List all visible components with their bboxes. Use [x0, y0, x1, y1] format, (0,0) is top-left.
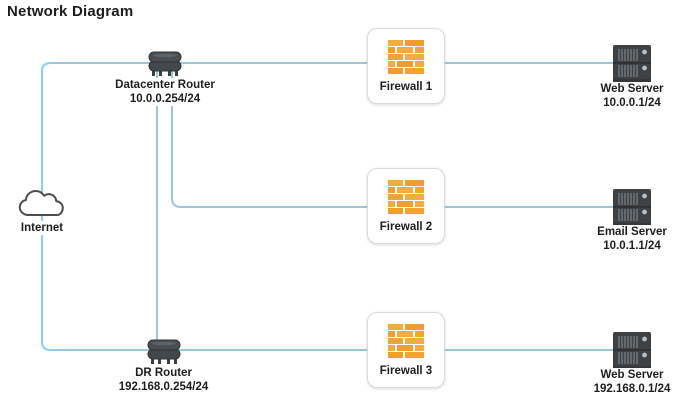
web-server-2-label: Web Server 192.168.0.1/24	[572, 368, 685, 396]
firewall-icon	[388, 324, 424, 358]
dr-router-name: DR Router	[135, 367, 192, 379]
dr-router-node	[147, 339, 181, 370]
web-server-2-name: Web Server	[600, 369, 664, 381]
email-server-name: Email Server	[597, 226, 667, 238]
web-server-1-ip: 10.0.0.1/24	[603, 97, 661, 109]
page-title: Network Diagram	[7, 3, 134, 20]
email-server-label: Email Server 10.0.1.1/24	[572, 225, 685, 253]
firewall-2-node: Firewall 2	[367, 168, 445, 244]
web-server-1-label: Web Server 10.0.0.1/24	[572, 82, 685, 110]
web-server-2-ip: 192.168.0.1/24	[593, 383, 671, 395]
firewall-icon	[388, 180, 424, 214]
datacenter-router-label: Datacenter Router 10.0.0.254/24	[100, 78, 230, 106]
web-server-1-name: Web Server	[600, 83, 664, 95]
datacenter-router-name: Datacenter Router	[115, 79, 215, 91]
firewall-3-node: Firewall 3	[367, 312, 445, 388]
firewall-3-label: Firewall 3	[379, 365, 433, 377]
dr-router-ip: 192.168.0.254/24	[118, 381, 209, 393]
server-icon	[613, 45, 651, 83]
link-router-firewall2-emailserver	[171, 62, 614, 208]
server-icon	[613, 189, 651, 227]
datacenter-router-node	[148, 51, 182, 82]
firewall-1-node: Firewall 1	[367, 28, 445, 104]
firewall-icon	[388, 40, 424, 74]
internet-label: Internet	[4, 221, 80, 235]
server-icon	[613, 332, 651, 370]
internet-node	[17, 186, 67, 224]
router-icon	[147, 339, 181, 364]
firewall-2-label: Firewall 2	[379, 221, 433, 233]
datacenter-router-ip: 10.0.0.254/24	[129, 93, 201, 105]
dr-router-label: DR Router 192.168.0.254/24	[97, 366, 230, 394]
cloud-icon	[18, 190, 64, 216]
web-server-1-node	[613, 45, 651, 88]
email-server-ip: 10.0.1.1/24	[603, 240, 661, 252]
router-icon	[148, 51, 182, 76]
firewall-1-label: Firewall 1	[379, 81, 433, 93]
